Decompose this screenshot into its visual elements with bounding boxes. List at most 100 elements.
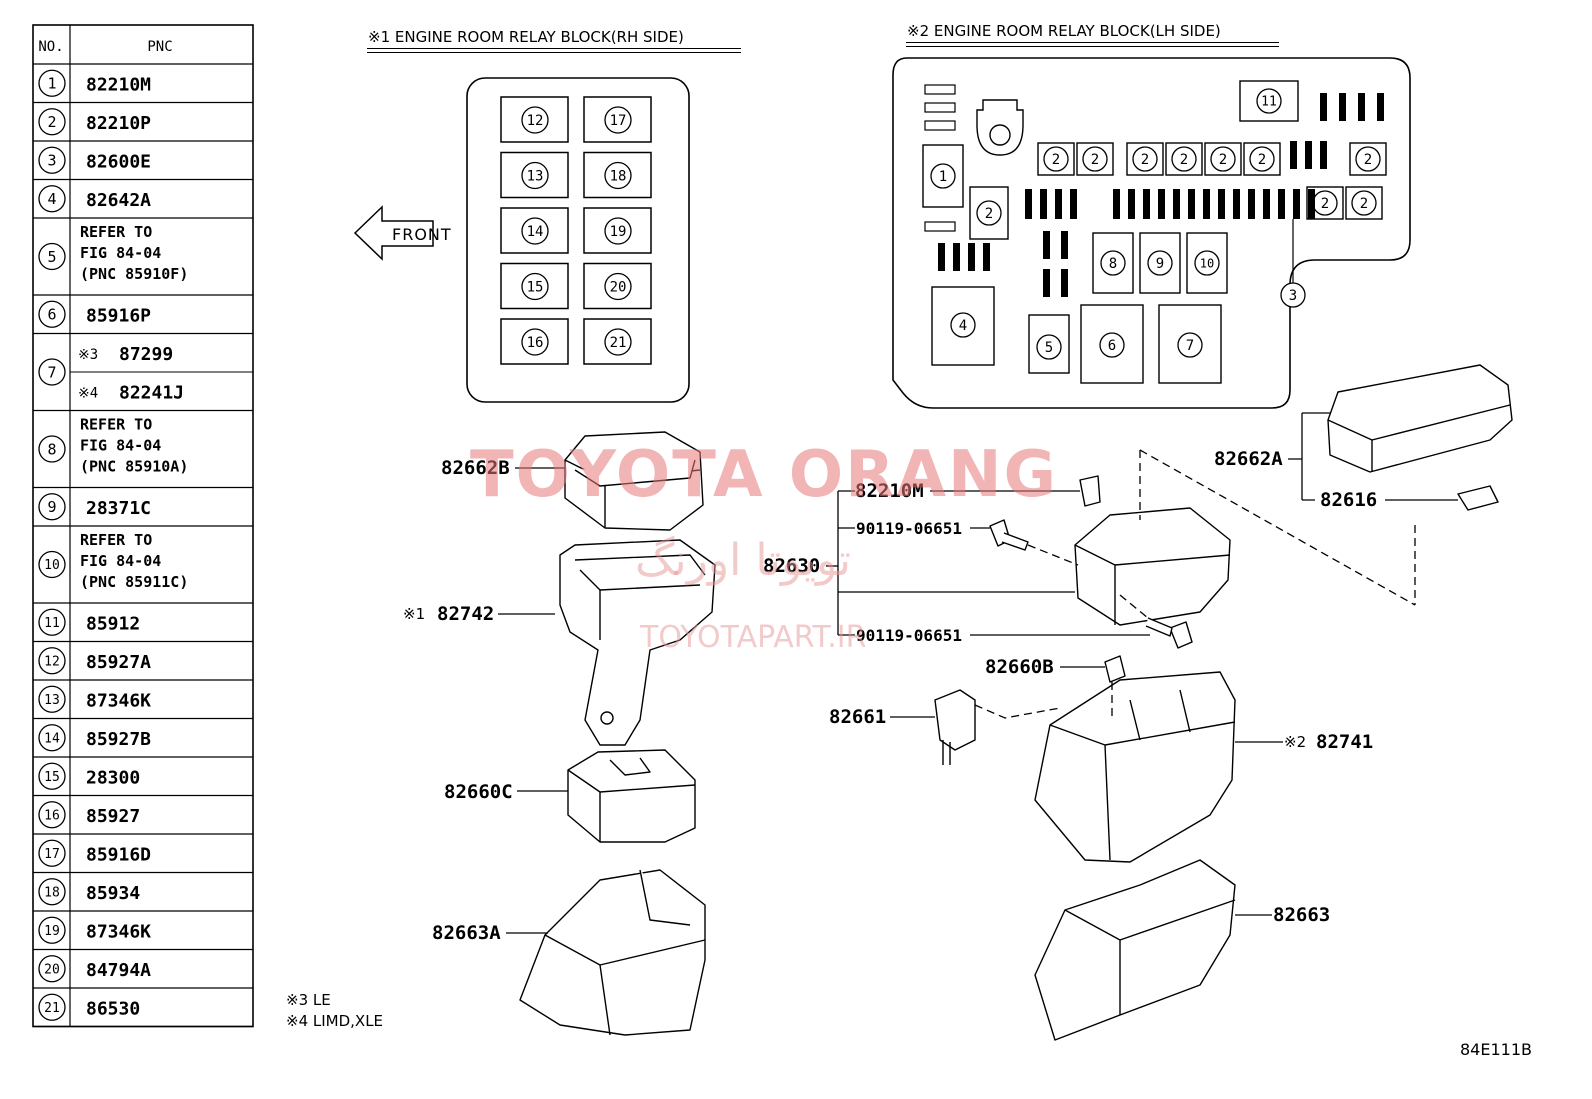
row-pnc-line: (PNC 85910F) — [80, 265, 188, 283]
row-number-14: 14 — [38, 724, 66, 752]
row-pnc: 87299 — [119, 344, 173, 365]
row-number-1: 1 — [38, 69, 66, 97]
table-row: 15 28300 — [38, 762, 140, 790]
svg-text:12: 12 — [527, 113, 544, 129]
svg-text:2: 2 — [47, 113, 56, 131]
svg-text:7: 7 — [1186, 338, 1194, 354]
row-number-6: 6 — [38, 300, 66, 328]
row-pnc: 85927A — [86, 652, 151, 673]
svg-text:6: 6 — [47, 306, 56, 324]
svg-text:18: 18 — [610, 169, 627, 185]
svg-text:1: 1 — [47, 75, 56, 93]
lh-block-title: ※2 ENGINE ROOM RELAY BLOCK(LH SIDE) — [907, 22, 1221, 40]
table-row: 6 85916P — [38, 300, 151, 328]
rh-slot-number-15: 15 — [521, 272, 549, 301]
row-mark: ※3 — [78, 347, 98, 363]
row-pnc: 82210M — [86, 74, 151, 95]
svg-text:4: 4 — [959, 318, 967, 334]
svg-text:19: 19 — [44, 924, 60, 939]
row-number-3: 3 — [38, 146, 66, 174]
rh-block-title: ※1 ENGINE ROOM RELAY BLOCK(RH SIDE) — [368, 28, 684, 46]
svg-text:3: 3 — [1289, 288, 1297, 304]
row-pnc: 28300 — [86, 767, 140, 788]
row-number-20: 20 — [38, 955, 66, 983]
row-pnc: 82241J — [119, 382, 184, 403]
row-pnc-line: REFER TO — [80, 531, 152, 549]
lh-callout-4: 4 — [950, 312, 976, 338]
label-82741: 82741 — [1316, 731, 1374, 753]
housing-82742-drawing — [559, 539, 716, 746]
rh-slot-number-18: 18 — [604, 161, 632, 190]
row-number-16: 16 — [38, 801, 66, 829]
row-number-13: 13 — [38, 685, 66, 713]
rh-slot-12: 12 — [500, 96, 569, 143]
front-label: FRONT — [392, 225, 452, 244]
figure-id: 84E111B — [1460, 1040, 1532, 1059]
lh-callout-2-row-3: 2 — [1171, 146, 1197, 172]
row-pnc: 87346K — [86, 921, 151, 942]
lh-callout-8: 8 — [1100, 250, 1126, 276]
svg-text:8: 8 — [1109, 256, 1117, 272]
svg-text:8: 8 — [47, 440, 56, 458]
rh-slot-19: 19 — [583, 207, 652, 254]
row-pnc: 85916P — [86, 305, 151, 326]
label-82662a: 82662A — [1214, 448, 1283, 470]
svg-text:13: 13 — [527, 169, 544, 185]
clip-82660b-drawing — [1104, 655, 1126, 683]
row-number-12: 12 — [38, 647, 66, 675]
svg-text:1: 1 — [939, 169, 947, 185]
mark-82742: ※1 — [403, 605, 426, 623]
bolt-lower-drawing — [1145, 617, 1193, 649]
label-82660b: 82660B — [985, 656, 1054, 678]
label-82660c: 82660C — [444, 781, 513, 803]
watermark-site: TOYOTAPART.IR — [640, 620, 867, 655]
svg-text:10: 10 — [1200, 256, 1214, 270]
rh-slot-number-19: 19 — [604, 217, 632, 245]
bracket-82663-drawing — [1034, 859, 1236, 1041]
dashed-guide-f — [974, 704, 1061, 719]
label-82662b: 82662B — [441, 457, 510, 479]
label-82630: 82630 — [763, 555, 821, 577]
svg-text:14: 14 — [527, 224, 544, 240]
row-number-10: 10 — [38, 550, 66, 579]
front-arrow-icon — [353, 205, 434, 261]
svg-text:15: 15 — [44, 770, 60, 785]
block-82630-drawing — [1074, 475, 1231, 626]
svg-text:10: 10 — [44, 558, 60, 573]
svg-text:2: 2 — [1360, 196, 1368, 212]
svg-text:20: 20 — [610, 280, 627, 296]
lh-callout-9: 9 — [1147, 250, 1173, 276]
note-le: ※3 LE — [286, 991, 331, 1009]
row-pnc-line: REFER TO — [80, 416, 152, 434]
label-90119-lower: 90119-06651 — [856, 626, 962, 645]
lh-callout-6: 6 — [1099, 332, 1125, 358]
label-90119-upper: 90119-06651 — [856, 519, 962, 538]
svg-text:7: 7 — [47, 363, 56, 381]
row-pnc-line: FIG 84-04 — [80, 437, 161, 455]
svg-text:18: 18 — [44, 885, 60, 900]
svg-text:21: 21 — [44, 1001, 60, 1016]
lh-callout-2-a: 2 — [976, 200, 1002, 226]
rh-slot-18: 18 — [583, 151, 652, 199]
row-number-11: 11 — [38, 608, 66, 636]
label-82663a: 82663A — [432, 922, 501, 944]
bolt-upper-drawing — [989, 519, 1029, 551]
svg-text:2: 2 — [1364, 152, 1372, 168]
row-pnc: 84794A — [86, 960, 151, 981]
row-number-21: 21 — [38, 993, 66, 1021]
svg-text:21: 21 — [610, 335, 627, 351]
svg-text:9: 9 — [47, 498, 56, 516]
rh-slot-16: 16 — [500, 318, 569, 365]
row-pnc: 85934 — [86, 883, 140, 904]
label-82742: 82742 — [437, 603, 495, 625]
svg-text:2: 2 — [1258, 152, 1266, 168]
